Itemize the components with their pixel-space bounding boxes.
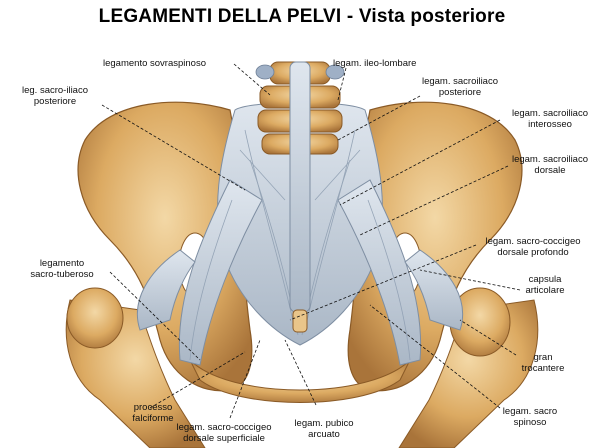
label-sacroiliaco-interosseo: legam. sacroiliaco interosseo [511, 108, 589, 130]
spinous-process-column [289, 61, 311, 313]
label-sacroiliaco-dorsale: legam. sacroiliaco dorsale [511, 154, 589, 176]
label-sacro-spinoso: legam. sacro spinoso [502, 406, 558, 428]
coccyx [292, 309, 308, 333]
label-pubico-arcuato: legam. pubico arcuato [294, 418, 354, 440]
sacro-tuberous-right [337, 179, 422, 366]
sacro-tuberous-left [178, 179, 263, 366]
label-ileo-lombare: legam. ileo-lombare [333, 58, 417, 69]
label-sacro-iliaco-posteriore: leg. sacro-iliaco posteriore [22, 85, 88, 107]
pubic-arch [189, 359, 411, 403]
label-gran-trocantere: gran trocantere [521, 352, 565, 374]
hip-capsule-left [136, 249, 196, 331]
label-sacro-coccigeo-dorsale-profondo: legam. sacro-coccigeo dorsale profondo [485, 236, 581, 258]
label-capsula-articolare: capsula articolare [525, 274, 565, 296]
page-title: LEGAMENTI DELLA PELVI - Vista posteriore [98, 6, 506, 27]
left-greater-trochanter [66, 287, 124, 349]
label-sacroiliaco-posteriore: legam. sacroiliaco posteriore [421, 76, 499, 98]
hip-capsule-right [404, 249, 464, 331]
label-processo-falciforme: processo falciforme [132, 402, 174, 424]
label-sacro-tuberoso: legamento sacro-tuberoso [30, 258, 94, 280]
label-sacro-coccigeo-dorsale-superficiale: legam. sacro-coccigeo dorsale superficia… [176, 422, 272, 444]
label-legamento-sovraspinoso: legamento sovraspinoso [103, 58, 206, 69]
